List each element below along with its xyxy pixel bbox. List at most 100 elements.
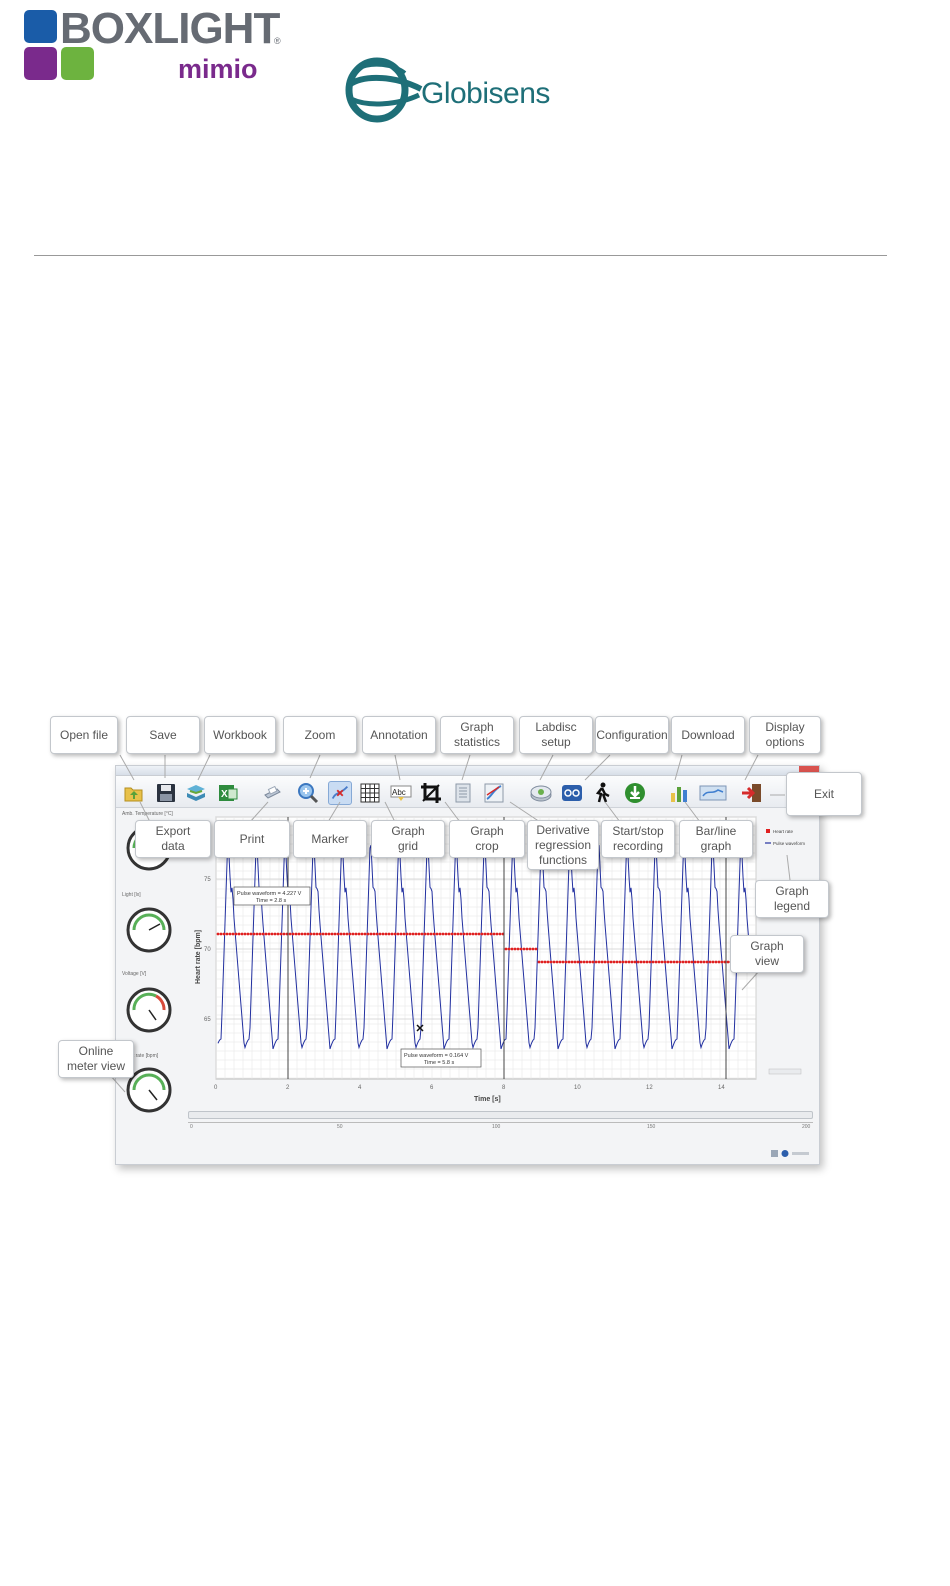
heart-rate-point bbox=[333, 932, 337, 936]
heart-rate-point bbox=[678, 960, 682, 964]
heart-rate-point bbox=[330, 932, 334, 936]
graph-crop-button[interactable] bbox=[419, 781, 443, 805]
x-tick-label: 2 bbox=[286, 1085, 290, 1091]
heart-rate-point bbox=[282, 932, 286, 936]
heart-rate-point bbox=[462, 932, 466, 936]
heart-rate-point bbox=[294, 932, 298, 936]
heart-rate-point bbox=[483, 932, 487, 936]
heart-rate-point bbox=[297, 932, 301, 936]
graph-grid-button[interactable] bbox=[358, 781, 382, 805]
heart-rate-point bbox=[564, 960, 568, 964]
heart-rate-point bbox=[258, 932, 262, 936]
heart-rate-point bbox=[360, 932, 364, 936]
heart-rate-point bbox=[240, 932, 244, 936]
heart-rate-point bbox=[480, 932, 484, 936]
callout-derivative: Derivative regression functions bbox=[527, 820, 599, 870]
callout-online-meter-view: Online meter view bbox=[58, 1040, 134, 1078]
heart-rate-point bbox=[357, 932, 361, 936]
heart-rate-point bbox=[369, 932, 373, 936]
heart-rate-point bbox=[249, 932, 253, 936]
x-tick-label: 6 bbox=[430, 1085, 434, 1091]
heart-rate-point bbox=[630, 960, 634, 964]
marker-annotation-text: Time = 2.8 s bbox=[256, 898, 286, 904]
window-titlebar bbox=[116, 766, 819, 776]
derivative-button[interactable] bbox=[482, 781, 506, 805]
heart-rate-point bbox=[414, 932, 418, 936]
window-close-button[interactable] bbox=[799, 766, 819, 776]
svg-text:X: X bbox=[221, 789, 228, 800]
heart-rate-point bbox=[444, 932, 448, 936]
annotation-button[interactable]: Abc bbox=[389, 781, 413, 805]
timeline-tick-label: 200 bbox=[802, 1124, 811, 1130]
exit-icon bbox=[742, 784, 761, 802]
heart-rate-point bbox=[435, 932, 439, 936]
heart-rate-point bbox=[306, 932, 310, 936]
heart-rate-point bbox=[642, 960, 646, 964]
download-button[interactable] bbox=[623, 781, 647, 805]
heart-rate-point bbox=[246, 932, 250, 936]
export-data-button[interactable]: X bbox=[216, 781, 240, 805]
callout-annotation: Annotation bbox=[362, 716, 436, 754]
heart-rate-point bbox=[312, 932, 316, 936]
heart-rate-point bbox=[546, 960, 550, 964]
barline-graph-button[interactable] bbox=[668, 781, 692, 805]
heart-rate-point bbox=[621, 960, 625, 964]
save-button[interactable] bbox=[154, 781, 178, 805]
heart-rate-point bbox=[657, 960, 661, 964]
configuration-button[interactable] bbox=[560, 781, 584, 805]
heart-rate-point bbox=[489, 932, 493, 936]
graph-statistics-icon bbox=[455, 783, 471, 803]
heart-rate-point bbox=[252, 932, 256, 936]
graph-statistics-button[interactable] bbox=[451, 781, 475, 805]
heart-rate-point bbox=[498, 932, 502, 936]
graph-scrollbar[interactable] bbox=[188, 1111, 813, 1119]
heart-rate-point bbox=[318, 932, 322, 936]
heart-rate-point bbox=[459, 932, 463, 936]
heart-rate-point bbox=[417, 932, 421, 936]
zoom-button[interactable] bbox=[296, 781, 320, 805]
heart-rate-point bbox=[336, 932, 340, 936]
mimio-wordmark: mimio bbox=[178, 54, 258, 84]
heart-rate-point bbox=[525, 947, 529, 951]
heart-rate-point bbox=[627, 960, 631, 964]
heart-rate-gauge-icon bbox=[126, 1067, 172, 1113]
heart-rate-point bbox=[456, 932, 460, 936]
heart-rate-point bbox=[261, 932, 265, 936]
heart-rate-point bbox=[510, 947, 514, 951]
boxlight-wordmark: BOXLIGHT bbox=[60, 4, 280, 53]
heart-rate-point bbox=[423, 932, 427, 936]
heart-rate-point bbox=[591, 960, 595, 964]
exit-button[interactable] bbox=[740, 781, 764, 805]
display-options-button[interactable] bbox=[698, 781, 728, 805]
workbook-button[interactable] bbox=[184, 781, 208, 805]
print-button[interactable] bbox=[260, 781, 284, 805]
main-toolbar: X bbox=[116, 776, 819, 808]
heart-rate-point bbox=[438, 932, 442, 936]
callout-save: Save bbox=[126, 716, 200, 754]
heart-rate-point bbox=[708, 960, 712, 964]
heart-rate-point bbox=[612, 960, 616, 964]
legend-swatch bbox=[766, 829, 770, 833]
heart-rate-point bbox=[579, 960, 583, 964]
heart-rate-point bbox=[486, 932, 490, 936]
globisens-logo: Globisens bbox=[343, 55, 583, 125]
labdisc-setup-button[interactable] bbox=[529, 781, 553, 805]
heart-rate-point bbox=[516, 947, 520, 951]
timeline-tick-label: 50 bbox=[337, 1124, 343, 1130]
marker-button[interactable] bbox=[328, 781, 352, 805]
heart-rate-point bbox=[648, 960, 652, 964]
callout-graph-crop: Graph crop bbox=[449, 820, 525, 858]
heart-rate-point bbox=[300, 932, 304, 936]
heart-rate-point bbox=[549, 960, 553, 964]
heart-rate-point bbox=[687, 960, 691, 964]
x-tick-label: 14 bbox=[718, 1085, 725, 1091]
heart-rate-point bbox=[321, 932, 325, 936]
start-stop-button[interactable] bbox=[591, 781, 615, 805]
heart-rate-point bbox=[690, 960, 694, 964]
heart-rate-point bbox=[465, 932, 469, 936]
open-file-button[interactable] bbox=[122, 781, 146, 805]
heart-rate-point bbox=[543, 960, 547, 964]
heart-rate-point bbox=[264, 932, 268, 936]
heart-rate-point bbox=[390, 932, 394, 936]
